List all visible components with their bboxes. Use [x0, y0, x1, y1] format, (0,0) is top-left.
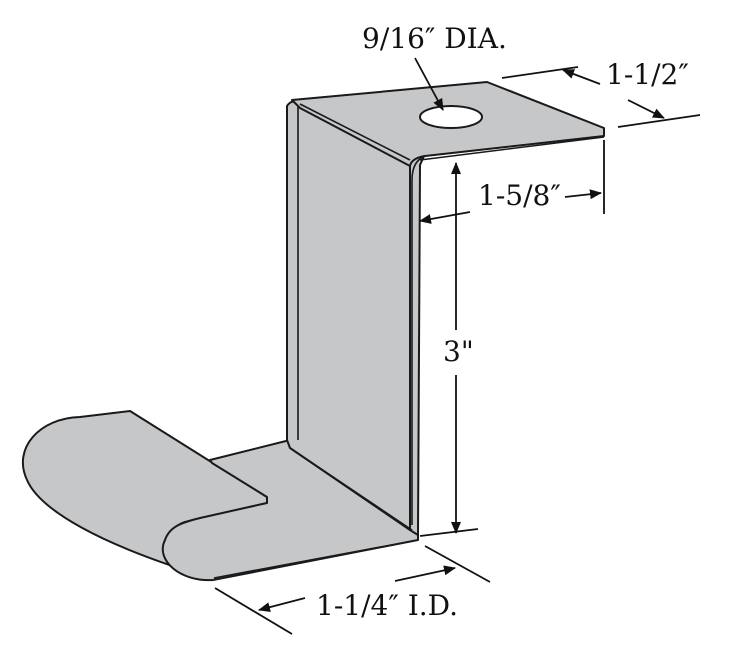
flange-dim-arrow-2: [627, 99, 665, 119]
hole: [419, 105, 483, 129]
depth-dim-arrow-right: [564, 189, 602, 200]
id-ext-line-left: [214, 587, 293, 635]
flange-width-label: 1-1/2″: [606, 58, 689, 91]
id-dim-arrow-left: [258, 597, 306, 613]
bottom-id-label: 1-1/4″ I.D.: [316, 589, 458, 622]
base-plate: [161, 439, 419, 582]
id-ext-line-right: [424, 545, 491, 583]
flange-ext-line-top: [501, 66, 579, 79]
flange-ext-line-bottom: [617, 114, 701, 128]
depth-dim-arrow-left: [419, 211, 471, 224]
hole-leader-arrow: [414, 57, 444, 111]
part-edge-lines: [213, 103, 605, 579]
height-ext-line: [419, 528, 479, 537]
flange-dim-arrow-1: [562, 69, 601, 85]
id-dim-arrow-right: [394, 565, 456, 582]
dimension-lines: [214, 57, 701, 635]
bracket-part: [21, 81, 605, 582]
top-depth-label: 1-5/8″: [478, 179, 561, 212]
height-label: 3": [443, 335, 474, 368]
hole-diameter-label: 9/16″ DIA.: [362, 22, 507, 55]
